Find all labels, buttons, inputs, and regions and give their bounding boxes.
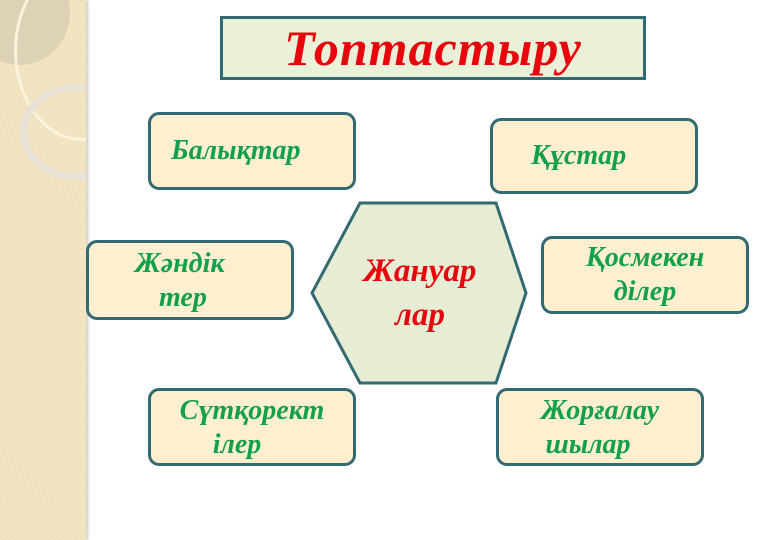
center-label-line1: Жануар bbox=[363, 253, 477, 289]
center-hexagon: Жануар лар bbox=[310, 200, 530, 386]
node-birds: Құстар bbox=[490, 118, 698, 194]
node-label: ділер bbox=[613, 276, 677, 307]
node-label: Жорғалау bbox=[540, 395, 660, 426]
node-fish: Балықтар bbox=[148, 112, 356, 190]
node-label: тер bbox=[159, 282, 207, 313]
node-label: шылар bbox=[545, 429, 631, 460]
node-label: Жәндік bbox=[135, 248, 225, 279]
center-label: Жануар лар bbox=[310, 200, 530, 386]
node-label: Сүтқорект bbox=[179, 395, 325, 426]
decorative-side-panel bbox=[0, 0, 86, 540]
node-label: Қосмекен bbox=[585, 242, 705, 273]
page-title: Топтастыру bbox=[284, 20, 582, 76]
node-insects: Жәндік тер bbox=[86, 240, 294, 320]
node-reptiles: Жорғалау шылар bbox=[496, 388, 704, 466]
node-label: ілер bbox=[212, 429, 262, 460]
node-amphibians: Қосмекен ділер bbox=[541, 236, 749, 314]
node-label: Балықтар bbox=[171, 135, 301, 166]
center-label-line2: лар bbox=[395, 297, 445, 333]
title-box: Топтастыру bbox=[220, 16, 646, 80]
node-label: Құстар bbox=[531, 140, 627, 171]
node-mammals: Сүтқорект ілер bbox=[148, 388, 356, 466]
hexagon-shape bbox=[310, 201, 528, 385]
